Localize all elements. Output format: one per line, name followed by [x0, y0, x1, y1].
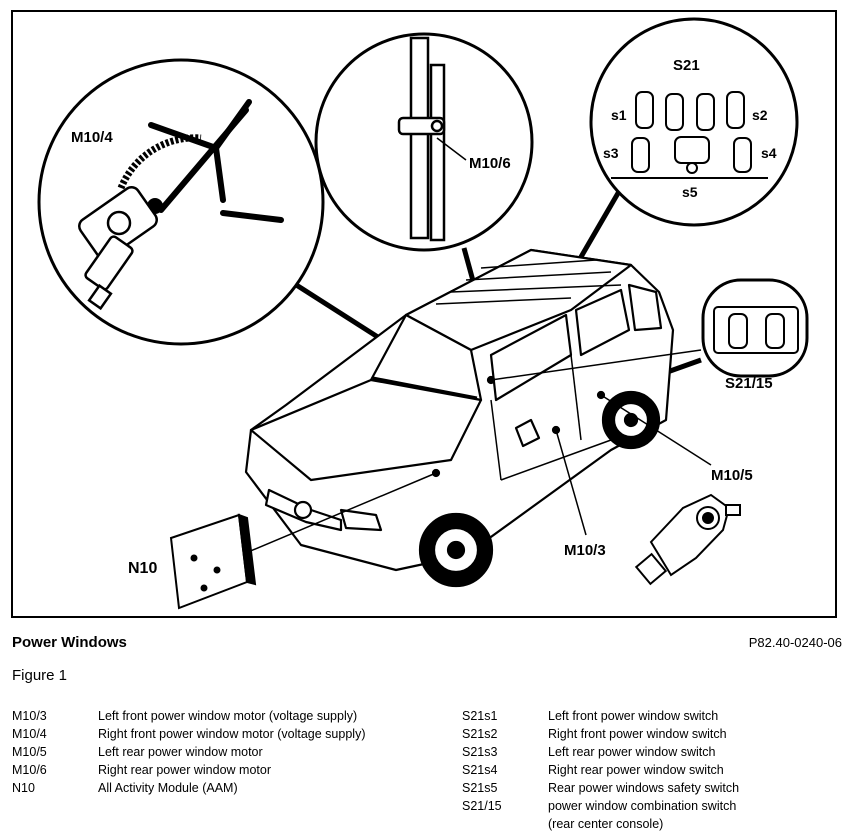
figure-code: P82.40-0240-06	[748, 635, 842, 650]
legend-code	[462, 815, 548, 833]
legend-row: M10/5 Left rear power window motor	[12, 743, 438, 761]
legend-code: M10/4	[12, 727, 47, 741]
detail-circle-s21-15: S21/15	[701, 278, 809, 392]
legend-row: S21/15 power window combination switch	[462, 797, 848, 815]
legend-desc: All Activity Module (AAM)	[98, 781, 238, 795]
legend-desc: Right front power window switch	[548, 727, 727, 741]
label-s21-15: S21/15	[725, 375, 773, 392]
legend-code: S21s3	[462, 745, 498, 759]
legend-left: M10/3 Left front power window motor (vol…	[12, 707, 438, 797]
label-s1: s1	[611, 107, 627, 123]
legend-code: S21s4	[462, 763, 498, 777]
legend-row: N10 All Activity Module (AAM)	[12, 779, 438, 797]
legend-desc: Left rear power window switch	[548, 745, 716, 759]
figure-label: Figure 1	[12, 667, 68, 684]
caption-title: Power Windows	[12, 634, 127, 651]
legend-row: M10/3 Left front power window motor (vol…	[12, 707, 438, 725]
legend-code: S21s1	[462, 709, 498, 723]
label-m10-5: M10/5	[711, 467, 753, 484]
legend-desc: Left front power window switch	[548, 709, 719, 723]
label-m10-6: M10/6	[469, 155, 511, 172]
legend-code: M10/6	[12, 763, 47, 777]
power-windows-diagram: M10/4 M10/6 S21 s1 s2 s3 s4	[11, 10, 837, 618]
legend-desc: Rear power windows safety switch	[548, 781, 740, 795]
label-n10: N10	[128, 560, 157, 577]
legend-row: S21s5 Rear power windows safety switch	[462, 779, 848, 797]
legend-desc: Right front power window motor (voltage …	[98, 727, 366, 741]
motor-m10-5	[634, 493, 741, 586]
legend-code: M10/3	[12, 709, 47, 723]
legend-desc: Right rear power window switch	[548, 763, 724, 777]
legend-code: S21/15	[462, 799, 502, 813]
label-s2: s2	[752, 107, 768, 123]
label-m10-3: M10/3	[564, 542, 606, 559]
legend-desc: Left rear power window motor	[98, 745, 263, 759]
label-m10-4: M10/4	[71, 129, 113, 146]
switch-s1	[635, 91, 654, 129]
label-s4: s4	[761, 145, 777, 161]
switch-s5	[674, 136, 710, 164]
legend-desc: power window combination switch	[548, 799, 737, 813]
legend-row: S21s2 Right front power window switch	[462, 725, 848, 743]
legend-row: M10/6 Right rear power window motor	[12, 761, 438, 779]
legend-row: S21s1 Left front power window switch	[462, 707, 848, 725]
module-n10	[169, 513, 257, 610]
label-s5: s5	[682, 184, 698, 200]
label-s21: S21	[673, 57, 700, 74]
legend-code: N10	[12, 781, 35, 795]
legend-desc: (rear center console)	[548, 817, 664, 831]
callout-lines	[240, 349, 712, 556]
switch-s4	[733, 137, 752, 173]
detail-circle-m10-4: M10/4	[37, 58, 325, 346]
legend-row: S21s4 Right rear power window switch	[462, 761, 848, 779]
legend-row: (rear center console)	[462, 815, 848, 833]
switch-s3	[631, 137, 650, 173]
legend-right: S21s1 Left front power window switch S21…	[462, 707, 848, 833]
label-s3: s3	[603, 145, 619, 161]
legend-code: M10/5	[12, 745, 47, 759]
legend-code: S21s2	[462, 727, 498, 741]
legend-code: S21s5	[462, 781, 498, 795]
legend-row: S21s3 Left rear power window switch	[462, 743, 848, 761]
legend-desc: Left front power window motor (voltage s…	[98, 709, 358, 723]
legend-row: M10/4 Right front power window motor (vo…	[12, 725, 438, 743]
vehicle-suv	[244, 248, 675, 588]
detail-circle-m10-6: M10/6	[314, 32, 534, 252]
detail-circle-s21: S21 s1 s2 s3 s4 s5	[589, 17, 799, 227]
switch-s2	[726, 91, 745, 129]
legend-desc: Right rear power window motor	[98, 763, 271, 777]
